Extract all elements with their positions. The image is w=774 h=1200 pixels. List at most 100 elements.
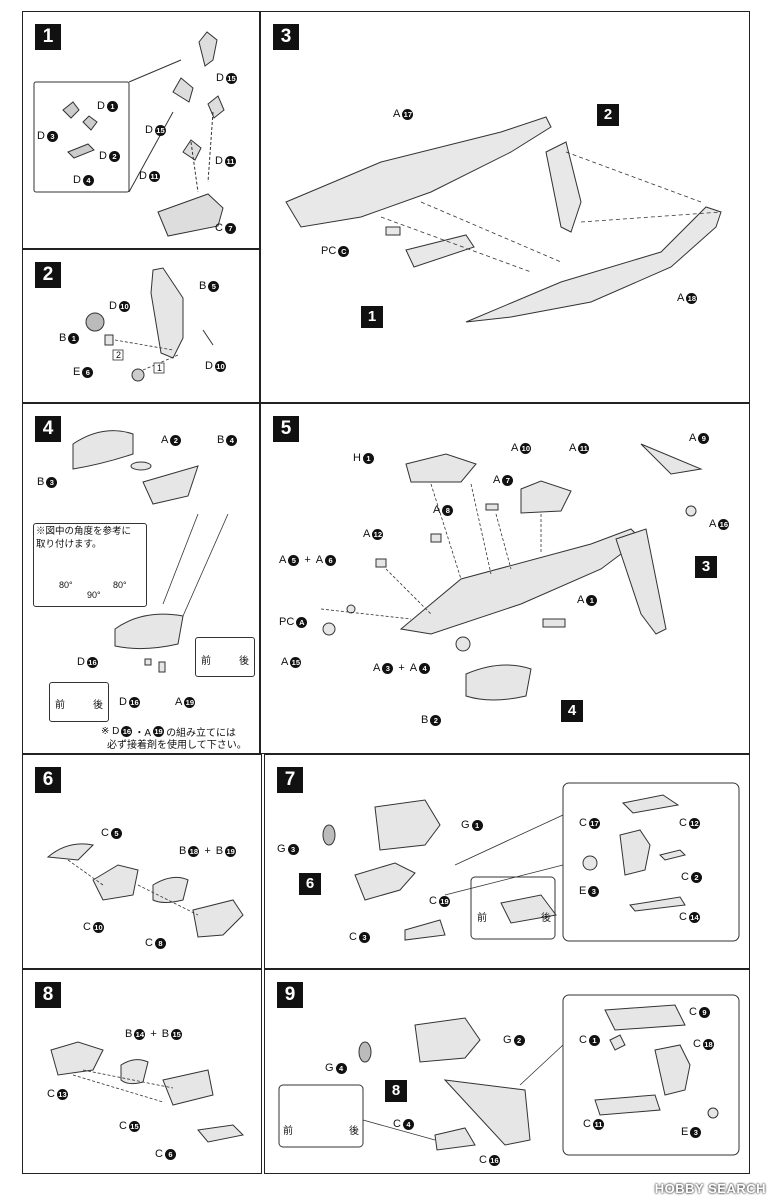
step-number: 5 bbox=[273, 416, 299, 442]
step-1-illustration bbox=[33, 31, 225, 237]
step-number: 2 bbox=[35, 262, 61, 288]
step-number: 7 bbox=[277, 767, 303, 793]
front-label: 前 bbox=[283, 1126, 293, 1137]
front-label: 前 bbox=[55, 700, 65, 711]
step-5-illustration bbox=[320, 443, 703, 701]
back-label: 後 bbox=[541, 913, 551, 924]
angle-left: 80° bbox=[59, 580, 73, 590]
ref-step-8: 8 bbox=[385, 1080, 407, 1102]
step-8-illustration bbox=[50, 1041, 245, 1143]
adhesive-note-line2: 必ず接着剤を使用して下さい。 bbox=[107, 740, 247, 751]
ref-step-3: 3 bbox=[695, 556, 717, 578]
step-number: 3 bbox=[273, 24, 299, 50]
front-back-box-right bbox=[195, 637, 255, 677]
watermark: HOBBY SEARCH bbox=[654, 1181, 766, 1196]
ref-step-4: 4 bbox=[561, 700, 583, 722]
step-number: 8 bbox=[35, 982, 61, 1008]
angle-note: ※図中の角度を参考に 取り付けます。 bbox=[36, 526, 132, 550]
step-6-illustration bbox=[46, 843, 244, 938]
step-2-illustration bbox=[85, 267, 214, 382]
back-label: 後 bbox=[93, 700, 103, 711]
angle-right: 80° bbox=[113, 580, 127, 590]
step-3-illustration bbox=[285, 116, 722, 323]
front-label: 前 bbox=[477, 913, 487, 924]
step-7-illustration bbox=[322, 782, 740, 942]
step-number: 9 bbox=[277, 982, 303, 1008]
ref-step-2: 2 bbox=[597, 104, 619, 126]
ref-step-1: 1 bbox=[361, 306, 383, 328]
sub-step-2: 2 bbox=[116, 350, 122, 360]
step-number: 6 bbox=[35, 767, 61, 793]
step-number: 4 bbox=[35, 416, 61, 442]
step-4-illustration bbox=[72, 430, 229, 673]
step-9-illustration bbox=[278, 994, 740, 1156]
angle-note-box bbox=[33, 523, 147, 607]
back-label: 後 bbox=[349, 1126, 359, 1137]
back-label: 後 bbox=[239, 656, 249, 667]
sub-step-1: 1 bbox=[157, 363, 163, 373]
step-4-panel: 4 ※図中の角度を参考に 取り付けます。 80° 80° 90° 前 後 前 後… bbox=[22, 403, 260, 754]
front-back-box-left bbox=[49, 682, 109, 722]
